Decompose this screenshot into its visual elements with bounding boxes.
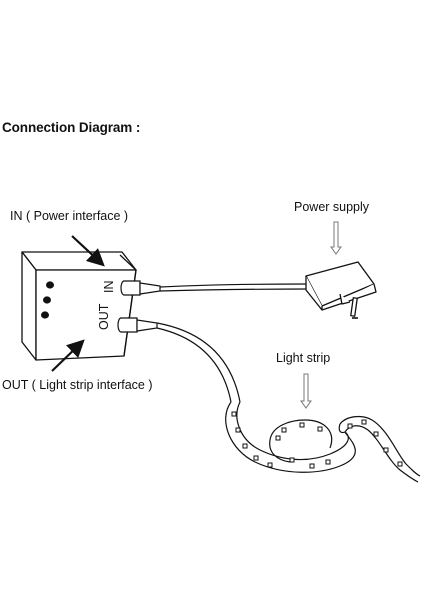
led-strip — [225, 401, 421, 483]
led-chip — [281, 427, 287, 433]
led-chip — [299, 422, 305, 428]
power-adapter — [305, 261, 377, 319]
led-chip — [383, 447, 389, 453]
led-chip — [275, 435, 281, 441]
output-cable — [156, 322, 241, 403]
led-chip — [253, 455, 259, 461]
led-chips — [231, 411, 403, 469]
out-callout-arrow — [51, 339, 85, 372]
out-port-label: OUT — [97, 303, 111, 330]
led-chip — [317, 426, 323, 432]
led-chip — [347, 423, 353, 429]
power-supply-arrow — [330, 221, 342, 255]
light-strip-label: Light strip — [276, 351, 331, 365]
led-chip — [309, 463, 315, 469]
indicator-dots — [41, 281, 54, 319]
light-strip-arrow — [300, 373, 312, 409]
led-chip — [325, 459, 331, 465]
in-callout-arrow — [71, 235, 105, 267]
indicator-dot — [43, 296, 51, 304]
controller-box — [21, 251, 137, 361]
in-interface-label: IN ( Power interface ) — [10, 209, 129, 223]
power-supply-label: Power supply — [294, 200, 370, 214]
led-chip — [397, 461, 403, 467]
led-chip — [231, 411, 237, 417]
in-port-label: IN — [102, 281, 116, 294]
led-chip — [242, 443, 248, 449]
diagram-title: Connection Diagram : — [2, 120, 141, 135]
controller-top-face — [21, 251, 137, 271]
indicator-dot — [41, 311, 49, 319]
indicator-dot — [46, 281, 54, 289]
in-port — [120, 280, 161, 296]
led-chip — [267, 462, 273, 468]
led-chip — [361, 419, 367, 425]
out-interface-label: OUT ( Light strip interface ) — [2, 378, 153, 392]
led-chip — [235, 427, 241, 433]
led-chip — [289, 457, 295, 463]
power-cable — [159, 283, 309, 292]
out-port — [117, 317, 158, 333]
controller-left-face — [21, 251, 37, 361]
led-chip — [373, 431, 379, 437]
